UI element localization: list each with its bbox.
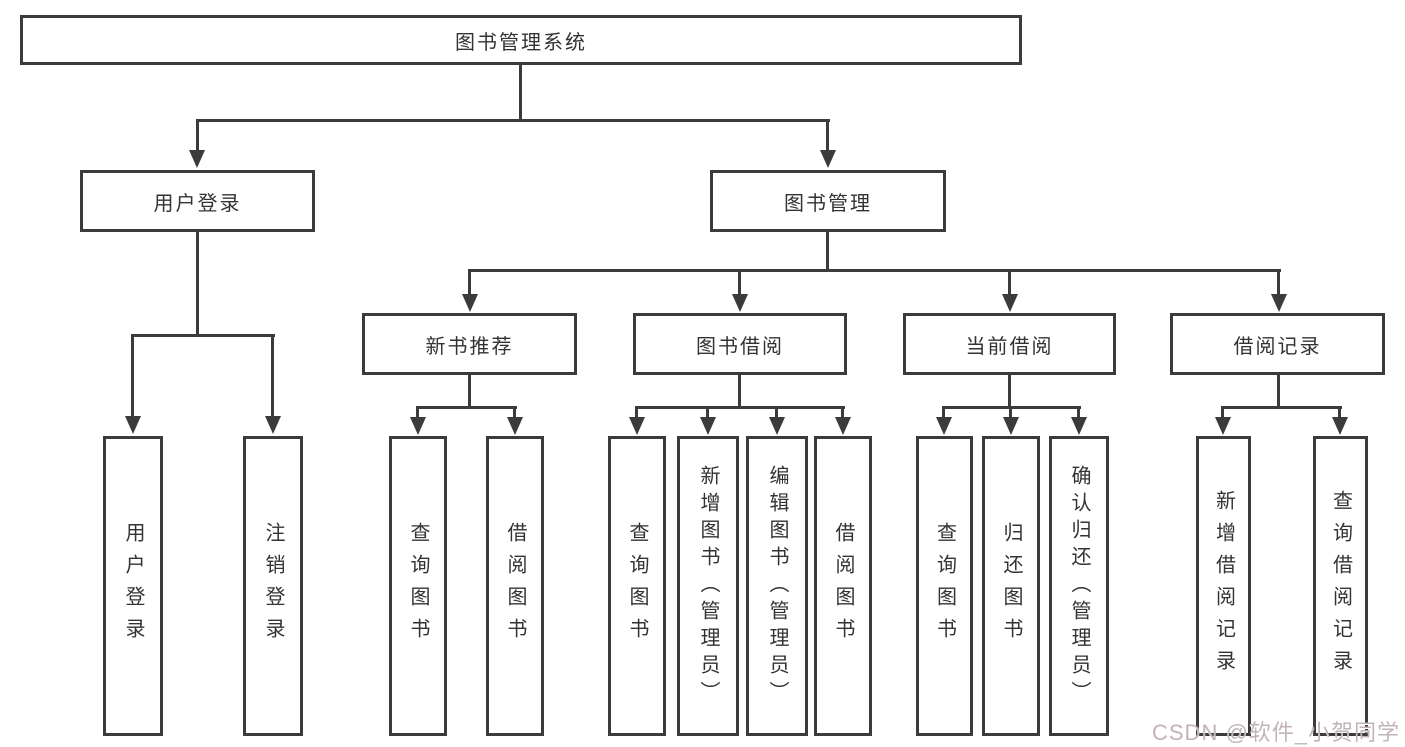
- connector-book-management-stem: [826, 232, 829, 272]
- leaf-query-books-current: 查询图书: [916, 436, 973, 736]
- arrowhead-new-book: [462, 294, 478, 312]
- arrowhead-leaf: [1215, 417, 1231, 435]
- connector-leaf: [841, 406, 844, 420]
- connector-leaf: [1221, 406, 1224, 420]
- connector-book-borrow-bus: [635, 406, 845, 409]
- connector-leaf: [942, 406, 945, 420]
- leaf-confirm-return-admin: 确认归还（管理员）: [1049, 436, 1109, 736]
- arrowhead-current-borrow: [1002, 294, 1018, 312]
- node-root: 图书管理系统: [20, 15, 1022, 65]
- connector-book-borrow-stem: [738, 375, 741, 409]
- connector-leaf: [416, 406, 419, 420]
- arrowhead-user-login: [189, 150, 205, 168]
- arrowhead-leaf: [936, 417, 952, 435]
- leaf-borrow-books: 借阅图书: [814, 436, 872, 736]
- node-new-book-recommend: 新书推荐: [362, 313, 577, 375]
- leaf-return-books: 归还图书: [982, 436, 1040, 736]
- connector-user-login-stem: [196, 232, 199, 337]
- connector-to-user-login: [196, 119, 199, 152]
- connector-new-book-bus: [416, 406, 517, 409]
- connector-to-current-borrow: [1008, 269, 1011, 297]
- connector-to-book-management: [826, 119, 829, 152]
- leaf-query-borrow-record: 查询借阅记录: [1313, 436, 1368, 736]
- arrowhead-book-borrow: [732, 294, 748, 312]
- connector-borrow-records-stem: [1277, 375, 1280, 409]
- connector-to-leaf-user-login: [131, 334, 134, 418]
- arrowhead-leaf: [1332, 417, 1348, 435]
- connector-leaf: [1009, 406, 1012, 420]
- node-current-borrow: 当前借阅: [903, 313, 1116, 375]
- csdn-watermark: CSDN @软件_小贺同学: [1152, 720, 1401, 745]
- leaf-add-borrow-record: 新增借阅记录: [1196, 436, 1251, 736]
- leaf-borrow-books-recommend: 借阅图书: [486, 436, 544, 736]
- connector-level3-bus: [468, 269, 1281, 272]
- leaf-logout: 注销登录: [243, 436, 303, 736]
- node-borrow-records: 借阅记录: [1170, 313, 1385, 375]
- leaf-query-books-recommend: 查询图书: [389, 436, 447, 736]
- connector-leaf: [513, 406, 516, 420]
- connector-level2-bus: [196, 119, 830, 122]
- connector-leaf: [775, 406, 778, 420]
- connector-leaf: [706, 406, 709, 420]
- leaf-user-login: 用户登录: [103, 436, 163, 736]
- leaf-query-books-borrow: 查询图书: [608, 436, 666, 736]
- arrowhead-borrow-records: [1271, 294, 1287, 312]
- arrowhead-leaf: [835, 417, 851, 435]
- node-user-login: 用户登录: [80, 170, 315, 232]
- arrowhead-leaf: [507, 417, 523, 435]
- arrowhead-book-management: [820, 150, 836, 168]
- arrowhead-leaf: [629, 417, 645, 435]
- arrowhead-leaf: [1071, 417, 1087, 435]
- connector-to-leaf-logout: [271, 334, 274, 418]
- connector-leaf: [635, 406, 638, 420]
- arrowhead-leaf: [410, 417, 426, 435]
- arrowhead-leaf: [700, 417, 716, 435]
- connector-borrow-records-bus: [1221, 406, 1342, 409]
- leaf-edit-books-admin: 编辑图书（管理员）: [746, 436, 808, 736]
- leaf-add-books-admin: 新增图书（管理员）: [677, 436, 739, 736]
- node-book-management: 图书管理: [710, 170, 946, 232]
- connector-to-book-borrow: [738, 269, 741, 297]
- connector-to-borrow-records: [1277, 269, 1280, 297]
- arrowhead-leaf-logout: [265, 416, 281, 434]
- connector-current-borrow-stem: [1008, 375, 1011, 409]
- arrowhead-leaf: [1003, 417, 1019, 435]
- connector-root-stem: [519, 64, 522, 121]
- connector-user-login-bus: [131, 334, 275, 337]
- node-book-borrow: 图书借阅: [633, 313, 847, 375]
- arrowhead-leaf: [769, 417, 785, 435]
- connector-leaf: [1338, 406, 1341, 420]
- connector-to-new-book: [468, 269, 471, 297]
- connector-leaf: [1077, 406, 1080, 420]
- arrowhead-leaf-user-login: [125, 416, 141, 434]
- connector-new-book-stem: [468, 375, 471, 409]
